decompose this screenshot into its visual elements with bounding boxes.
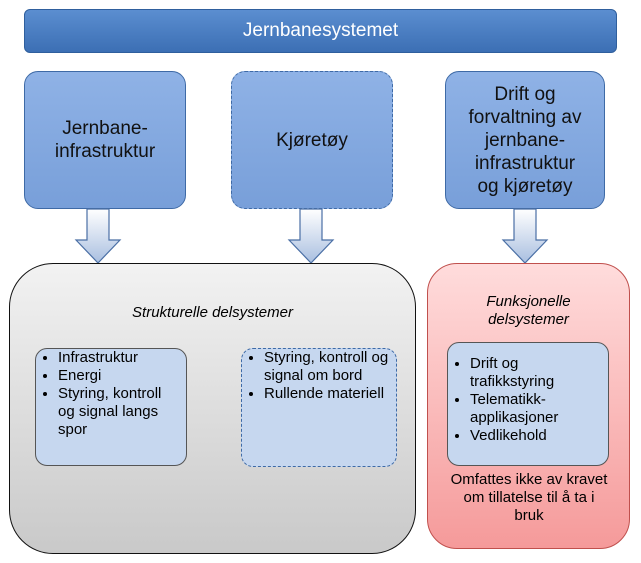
- functional-subsystems-box: Funksjonelle delsystemer Drift og trafik…: [427, 263, 630, 549]
- functional-heading: Funksjonelle delsystemer: [486, 293, 571, 328]
- structural-heading: Strukturelle delsystemer: [132, 304, 293, 321]
- arrow-vehicle: [287, 208, 335, 264]
- operations-label: Drift og forvaltning av jernbane- infras…: [468, 83, 582, 197]
- list-item: Infrastruktur: [58, 349, 182, 367]
- structural-subsystems-box: Strukturelle delsystemer Infrastruktur E…: [9, 263, 416, 554]
- list-item: Energi: [58, 367, 182, 385]
- list-item: Styring, kontroll og signal langs spor: [58, 385, 182, 439]
- functional-list-box: Drift og trafikkstyring Telematikk-appli…: [447, 342, 609, 466]
- list-item: Styring, kontroll og signal om bord: [264, 349, 392, 385]
- infrastructure-label: Jernbane- infrastruktur: [54, 118, 156, 162]
- structural-right-list-box: Styring, kontroll og signal om bord Rull…: [241, 348, 397, 467]
- functional-note: Omfattes ikke av kravet om tillatelse ti…: [450, 471, 608, 524]
- infrastructure-box: Jernbane- infrastruktur: [24, 71, 186, 209]
- operations-box: Drift og forvaltning av jernbane- infras…: [445, 71, 605, 209]
- arrow-infra: [74, 208, 122, 264]
- functional-list: Drift og trafikkstyring Telematikk-appli…: [452, 355, 604, 445]
- structural-left-list-box: Infrastruktur Energi Styring, kontroll o…: [35, 348, 187, 466]
- arrow-ops: [501, 208, 549, 264]
- list-item: Telematikk-applikasjoner: [470, 391, 604, 427]
- structural-left-list: Infrastruktur Energi Styring, kontroll o…: [40, 349, 182, 439]
- list-item: Rullende materiell: [264, 385, 392, 403]
- diagram-title: Jernbanesystemet: [24, 9, 617, 53]
- structural-right-list: Styring, kontroll og signal om bord Rull…: [246, 349, 392, 403]
- list-item: Vedlikehold: [470, 427, 604, 445]
- list-item: Drift og trafikkstyring: [470, 355, 604, 391]
- vehicle-label: Kjøretøy: [276, 129, 348, 151]
